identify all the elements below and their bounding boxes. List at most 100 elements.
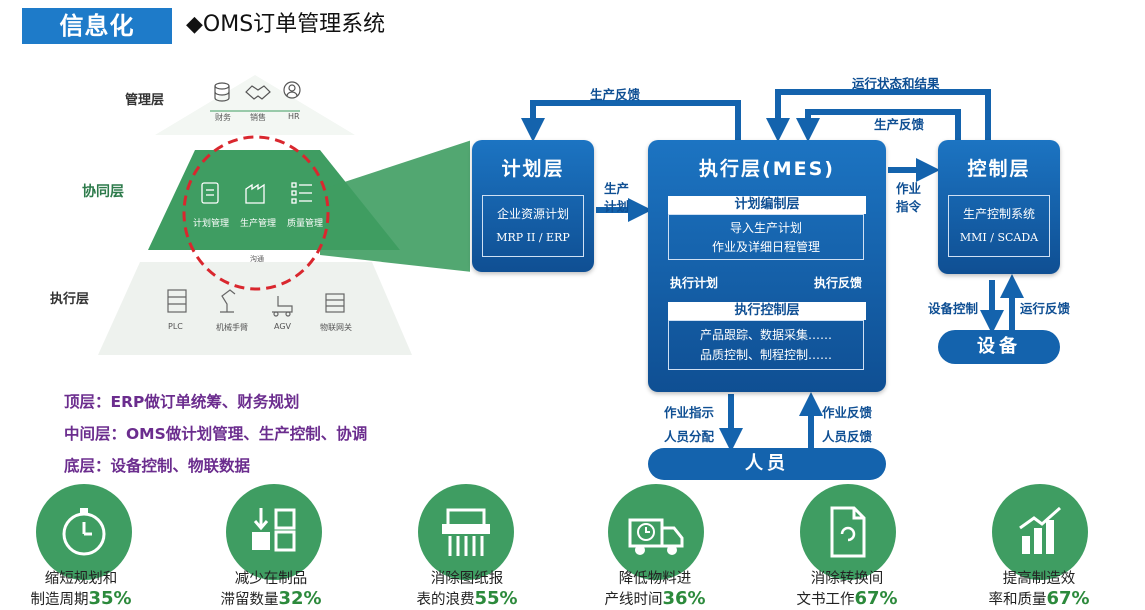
database-icon [214, 82, 230, 102]
metric-pct: 35% [88, 588, 132, 609]
flow-label-work-order: 作业 指令 [896, 181, 922, 214]
control-system-box: 生产控制系统 MMI / SCADA [948, 195, 1050, 257]
plan-clipboard-icon [201, 182, 219, 204]
control-system-name: 生产控制系统 [962, 207, 1035, 221]
exec-control-header: 执行控制层 [668, 302, 866, 320]
metric-line2: 产线时间 [604, 592, 663, 608]
metric-label-1: 缩短规划和 制造周期35% [6, 570, 156, 610]
top-item-finance: 财务 [215, 113, 231, 122]
checklist-icon [291, 182, 312, 204]
flow-label-staff-feedback: 人员反馈 [822, 429, 873, 444]
metric-line2: 滞留数量 [220, 592, 279, 608]
zoom-cone [320, 140, 470, 272]
metric-pct: 55% [474, 588, 518, 609]
robot-arm-icon [220, 289, 236, 313]
metric-pct: 32% [278, 588, 322, 609]
exec-feedback-label: 执行反馈 [814, 276, 863, 290]
metric-label-6: 提高制造效 率和质量67% [964, 570, 1114, 610]
metric-circle-3 [418, 484, 514, 580]
handshake-icon [245, 85, 271, 100]
layer-label-execution: 执行层 [50, 292, 90, 307]
flow-label-work-feedback: 作业反馈 [822, 405, 873, 420]
pyramid-top-layer [155, 75, 355, 135]
plan-system-name: 企业资源计划 [496, 207, 569, 221]
metric-pct: 67% [854, 588, 898, 609]
middle-item-quality: 质量管理 [287, 219, 324, 229]
agv-icon [272, 296, 293, 317]
equipment-box: 设备 [938, 330, 1060, 364]
metric-circle-5 [800, 484, 896, 580]
metric-line1: 提高制造效 [1002, 571, 1076, 587]
middle-item-production: 生产管理 [240, 219, 277, 229]
highlight-circle [182, 135, 330, 291]
gateway-icon [325, 293, 345, 313]
mes-layer-title: 执行层(MES) [699, 158, 835, 180]
control-system-sub: MMI / SCADA [959, 231, 1039, 244]
flow-label-run-feedback: 运行反馈 [1020, 301, 1071, 316]
pyramid-diagram [98, 75, 470, 355]
link-label-top: 沟通 [250, 142, 264, 150]
plan-compile-body: 导入生产计划 作业及详细日程管理 [668, 214, 864, 260]
metric-circle-4 [608, 484, 704, 580]
metric-label-3: 消除图纸报 表的浪费55% [392, 570, 542, 610]
control-layer-box: 控制层 生产控制系统 MMI / SCADA [938, 140, 1060, 274]
plan-layer-title: 计划层 [501, 158, 565, 180]
layer-label-management: 管理层 [125, 93, 165, 108]
bottom-item-gateway: 物联网关 [320, 323, 352, 332]
truck-clock-icon [628, 518, 684, 555]
desc-bottom-layer: 底层：设备控制、物联数据 [64, 457, 251, 475]
metric-circle-1 [36, 484, 132, 580]
metric-line2: 表的浪费 [416, 592, 475, 608]
stopwatch-icon [62, 508, 106, 556]
bar-chart-icon [1019, 506, 1061, 554]
flow-label-prod-feedback-top: 生产反馈 [590, 87, 641, 102]
desc-top-layer: 顶层：ERP做订单统筹、财务规划 [64, 393, 300, 411]
blocks-icon [252, 508, 296, 552]
desc-middle-layer: 中间层：OMS做计划管理、生产控制、协调 [64, 425, 368, 443]
metric-line1: 缩短规划和 [44, 571, 118, 587]
mes-layer-box: 执行层(MES) 计划编制层 导入生产计划 作业及详细日程管理 执行计划 执行反… [648, 140, 886, 392]
metric-label-5: 消除转换间 文书工作67% [772, 570, 922, 610]
metric-line1: 消除转换间 [810, 571, 884, 587]
person-search-icon [283, 81, 301, 99]
people-box: 人员 [648, 448, 886, 480]
pyramid-bottom-layer [98, 262, 412, 355]
metrics-row: 缩短规划和 制造周期35% 减少在制品 滞留数量32% 消除图纸报 表的浪费55… [0, 478, 1145, 610]
layer-label-collaboration: 协同层 [82, 184, 124, 200]
middle-item-plan: 计划管理 [193, 219, 230, 229]
metric-line2: 制造周期 [30, 592, 89, 608]
metric-circle-2 [226, 484, 322, 580]
section-tag: 信息化 [22, 8, 172, 44]
link-label-bottom: 沟通 [250, 255, 264, 263]
plan-layer-box: 计划层 企业资源计划 MRP II / ERP [472, 140, 594, 272]
flow-label-run-status: 运行状态和结果 [852, 76, 940, 91]
plc-icon [167, 289, 187, 313]
metric-circle-6 [992, 484, 1088, 580]
exec-control-body: 产品跟踪、数据采集…… 品质控制、制程控制…… [668, 320, 864, 370]
control-layer-title: 控制层 [967, 158, 1031, 180]
metric-pct: 36% [662, 588, 706, 609]
plan-system-sub: MRP II / ERP [496, 231, 570, 244]
document-icon [830, 506, 866, 558]
flow-label-work-instruction: 作业指示 [664, 405, 715, 420]
plan-compile-header: 计划编制层 [668, 196, 866, 214]
flow-label-prod-feedback-right: 生产反馈 [874, 117, 925, 132]
factory-icon [245, 183, 265, 204]
metric-line2: 率和质量 [988, 592, 1047, 608]
exec-plan-label: 执行计划 [670, 276, 719, 290]
top-item-sales: 销售 [250, 113, 266, 122]
metric-label-2: 减少在制品 滞留数量32% [196, 570, 346, 610]
flow-label-equip-control: 设备控制 [928, 301, 979, 316]
metric-line1: 减少在制品 [234, 571, 308, 587]
metric-line2: 文书工作 [796, 592, 855, 608]
bottom-item-robot-arm: 机械手臂 [216, 323, 248, 332]
plan-system-box: 企业资源计划 MRP II / ERP [482, 195, 584, 257]
flow-label-prod-plan: 生产 计划 [604, 181, 630, 214]
bottom-item-plc: PLC [168, 322, 183, 331]
top-item-hr: HR [288, 112, 300, 121]
metric-line1: 降低物料进 [618, 571, 692, 587]
shredder-icon [442, 508, 490, 556]
metric-line1: 消除图纸报 [430, 571, 504, 587]
bottom-item-agv: AGV [274, 322, 292, 331]
